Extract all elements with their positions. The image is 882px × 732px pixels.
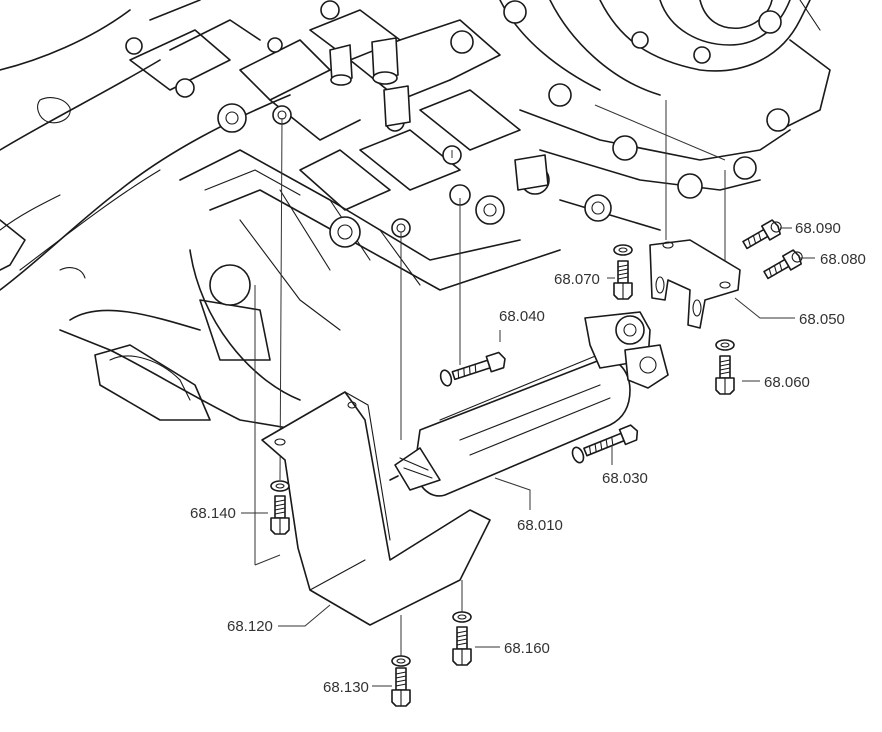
callout-68140: 68.140 [190,505,236,522]
bolt-68090 [742,219,782,250]
callout-68160: 68.160 [504,640,550,657]
callout-68030: 68.030 [602,470,648,487]
assembly-lines [254,100,726,660]
callout-68010: 68.010 [517,517,563,534]
callout-68050: 68.050 [799,311,845,328]
callout-68080: 68.080 [820,251,866,268]
callout-68040: 68.040 [499,308,545,325]
callout-68130: 68.130 [323,679,369,696]
callout-68060: 68.060 [764,374,810,391]
bolt-68060 [715,339,735,395]
bolt-68030 [571,424,639,464]
transmission-housing [0,0,831,431]
bolt-68080 [763,249,803,280]
bolt-68130 [391,655,411,707]
heat-shield-bracket [261,391,491,626]
callout-68090: 68.090 [795,220,841,237]
mounting-bracket-68050 [649,239,741,329]
callout-68120: 68.120 [227,618,273,635]
bolt-68160 [452,611,472,666]
bolt-68040 [439,351,506,387]
callout-68070: 68.070 [554,271,600,288]
bolt-68070 [613,244,633,300]
callout-leaders [241,227,815,687]
slave-cylinder [389,311,669,497]
callout-labels: 68.090 68.080 68.070 68.050 68.040 68.06… [190,220,866,696]
bolt-68140 [270,480,290,535]
